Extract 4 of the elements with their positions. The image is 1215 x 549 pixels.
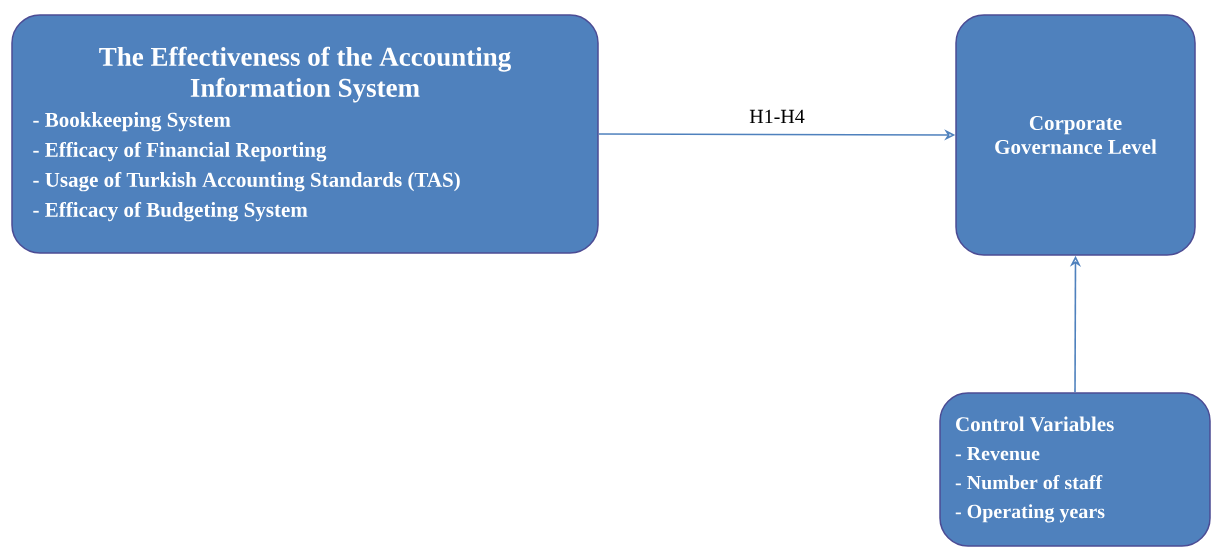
process-box: Control Variables - Revenue - Number of staff - Operating years xyxy=(939,392,1211,547)
edge-label: H1-H4 xyxy=(749,109,805,123)
process-box: Corporate Governance Level xyxy=(955,14,1196,256)
process-box: The Effectiveness of the Accounting Information System - Bookkeeping System - Efficacy of Financial Reporting - Usage of Turkish Accounting Standards (TAS) - Efficacy of Budgeting System xyxy=(11,14,599,254)
